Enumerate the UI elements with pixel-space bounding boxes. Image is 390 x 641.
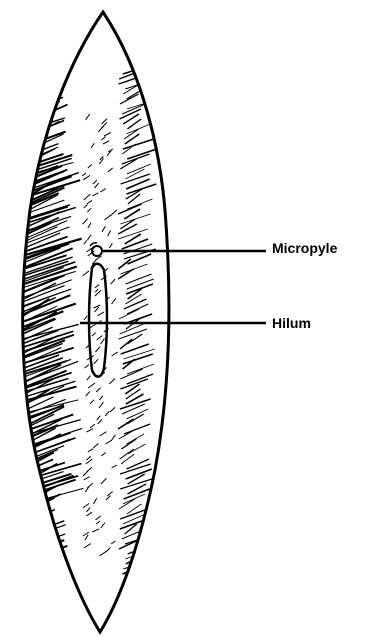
micropyle-label: Micropyle [272, 240, 337, 256]
shading-stroke [20, 589, 55, 606]
shading-stroke [19, 136, 38, 150]
shading-stroke [19, 61, 38, 81]
shading-stroke [24, 540, 61, 555]
shading-stroke [19, 508, 46, 525]
hilum-label: Hilum [272, 315, 311, 331]
shading-stroke [24, 504, 46, 519]
shading-stroke [23, 604, 45, 618]
shading-stroke [24, 580, 68, 594]
shading-stroke [124, 589, 138, 599]
shading-stroke [26, 588, 65, 603]
shading-stroke [24, 567, 57, 582]
shading-stroke [22, 140, 41, 156]
shading-stroke [22, 533, 52, 552]
shading-stroke [20, 594, 53, 612]
shading-stroke [20, 604, 65, 621]
shading-stroke [21, 529, 42, 546]
shading-stroke [26, 582, 49, 597]
shading-stroke [23, 571, 48, 588]
shading-stroke [23, 56, 53, 72]
shading-stroke [22, 574, 51, 591]
shading-stroke [19, 552, 45, 570]
shading-stroke [18, 126, 40, 144]
shading-stroke [20, 540, 64, 558]
shading-stroke [26, 94, 53, 111]
shading-stroke [22, 608, 60, 624]
shading-stroke [20, 516, 41, 531]
shading-stroke [20, 111, 49, 129]
shading-stroke [20, 590, 39, 609]
shading-stroke [19, 88, 43, 105]
shading-stroke [23, 507, 41, 522]
shading-stroke [22, 78, 49, 93]
shading-stroke [25, 566, 54, 585]
shading-stroke [18, 90, 48, 108]
shading-stroke [25, 551, 59, 567]
shading-stroke [23, 83, 52, 102]
shading-stroke [25, 557, 57, 576]
shading-stroke [19, 73, 65, 90]
shading-stroke [24, 583, 43, 600]
shading-stroke [21, 69, 54, 87]
shading-stroke [21, 516, 47, 534]
shading-stroke [20, 99, 45, 117]
shading-stroke [20, 599, 45, 615]
shading-stroke [23, 58, 43, 75]
shading-stroke [22, 51, 56, 66]
shading-stroke [22, 55, 54, 69]
shading-stroke [21, 82, 49, 96]
shading-stroke [24, 555, 63, 573]
shading-stroke [22, 110, 41, 126]
shading-stroke [23, 61, 45, 78]
shading-stroke [20, 82, 63, 99]
shading-stroke [126, 584, 153, 594]
shading-stroke [23, 560, 46, 579]
shading-stroke [19, 64, 49, 84]
shading-stroke [19, 491, 43, 510]
shading-stroke [18, 547, 46, 564]
shading-stroke [26, 524, 46, 543]
